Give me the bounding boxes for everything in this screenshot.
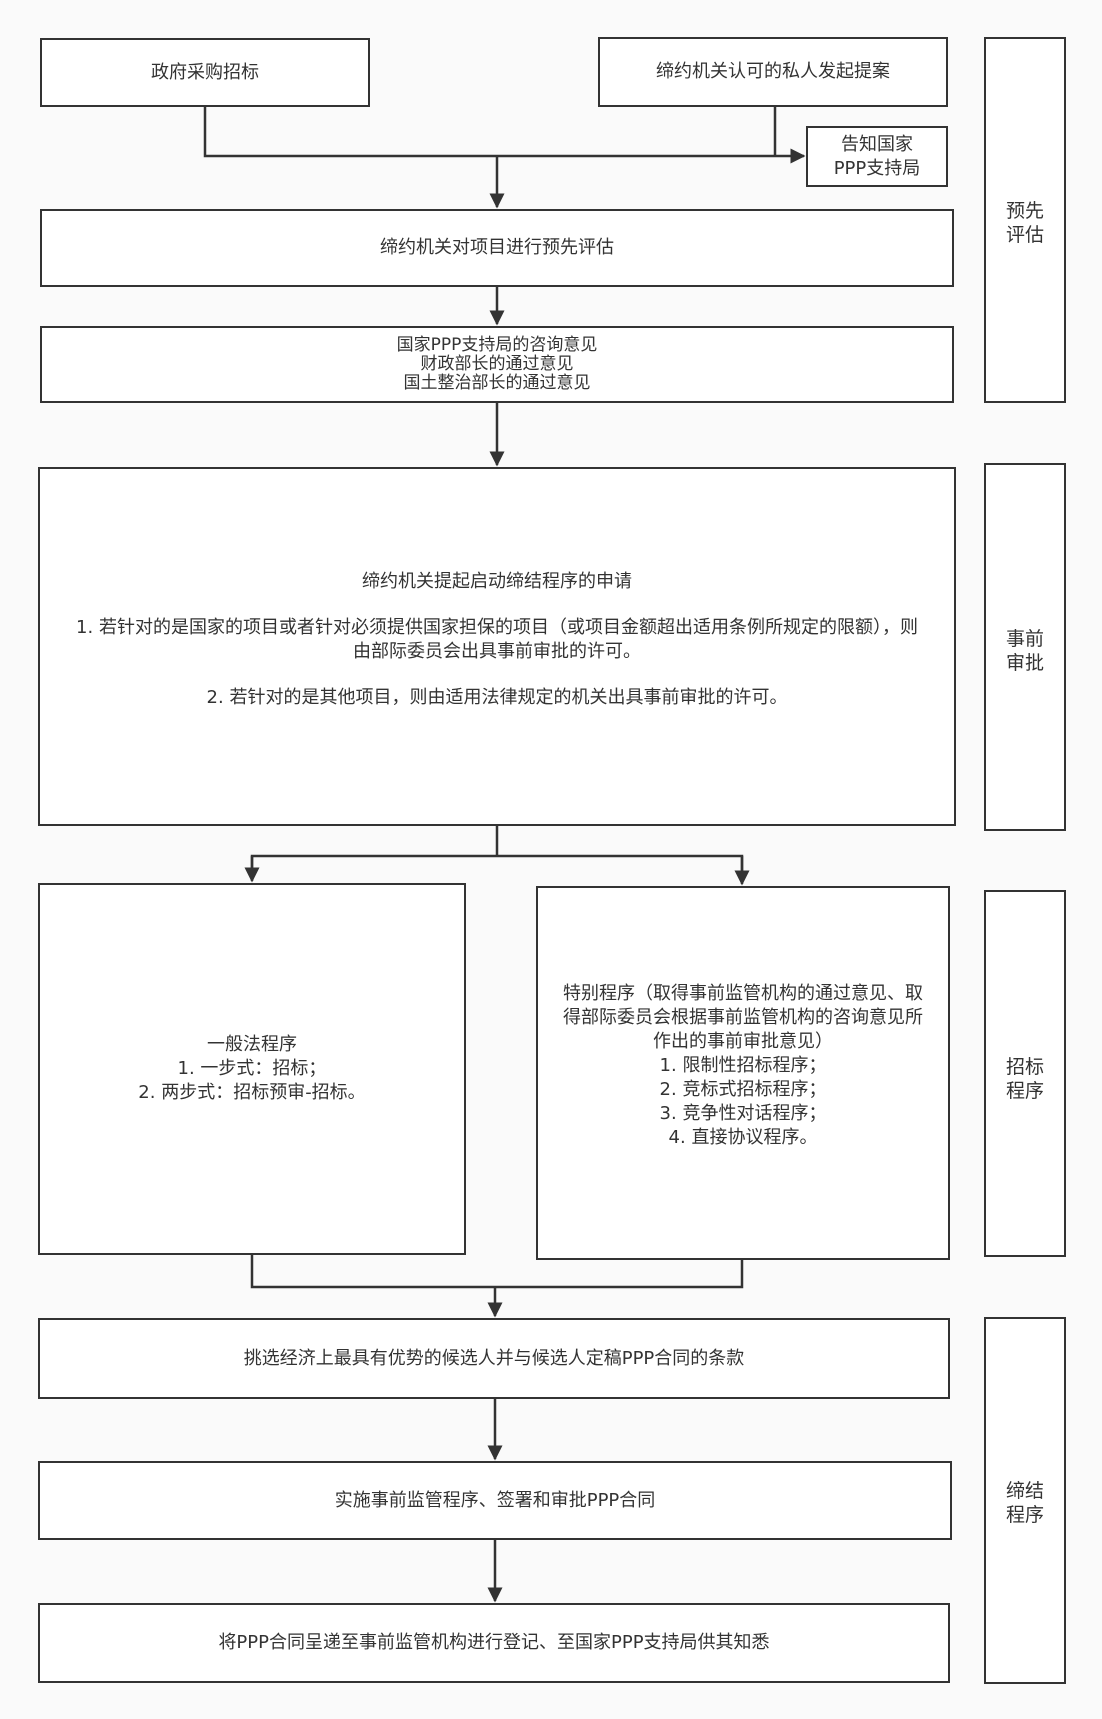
phase-prior-approval-line-1: 事前 xyxy=(1005,628,1044,650)
notify-line-1: 告知国家 xyxy=(840,133,913,155)
gov-procurement-box: 政府采购招标 xyxy=(40,38,370,107)
notify-box: 告知国家 PPP支持局 xyxy=(806,126,948,187)
select-candidate-label: 挑选经济上最具有优势的候选人并与候选人定稿PPP合同的条款 xyxy=(243,1347,745,1369)
submit-contract-label: 将PPP合同呈递至事前监管机构进行登记、至国家PPP支持局供其知悉 xyxy=(218,1632,770,1653)
special-procedure-box: 特别程序（取得事前监管机构的通过意见、取得部际委员会根据事前监管机构的咨询意见所… xyxy=(536,886,950,1260)
opinion-line-3: 国土整治部长的通过意见 xyxy=(403,373,591,393)
connector-gov-to-merge xyxy=(203,107,775,158)
pre-assessment-label: 缔约机关对项目进行预先评估 xyxy=(380,237,614,258)
phase-tender-procedure: 招标 程序 xyxy=(984,890,1066,1257)
submit-contract-box: 将PPP合同呈递至事前监管机构进行登记、至国家PPP支持局供其知悉 xyxy=(38,1603,950,1683)
application-item-2: 2. 若针对的是其他项目，则由适用法律规定的机关出具事前审批的许可。 xyxy=(206,686,788,708)
application-box: 缔约机关提起启动缔结程序的申请 1. 若针对的是国家的项目或者针对必须提供国家担… xyxy=(38,467,956,826)
phase-pre-evaluation: 预先 评估 xyxy=(984,37,1066,403)
phase-conclusion-procedure-line-1: 缔结 xyxy=(1005,1480,1044,1502)
phase-prior-approval-line-2: 审批 xyxy=(1005,652,1044,674)
general-procedure-item-1: 1. 一步式：招标； xyxy=(177,1058,327,1079)
opinion-line-1: 国家PPP支持局的咨询意见 xyxy=(396,335,598,355)
phase-prior-approval: 事前 审批 xyxy=(984,463,1066,831)
notify-line-2: PPP支持局 xyxy=(833,157,921,179)
special-procedure-item-3: 3. 竞争性对话程序； xyxy=(659,1103,827,1124)
general-procedure-title: 一般法程序 xyxy=(206,1034,297,1055)
phase-conclusion-procedure-line-2: 程序 xyxy=(1005,1504,1044,1526)
application-title: 缔约机关提起启动缔结程序的申请 xyxy=(362,570,632,592)
connector-split xyxy=(250,854,744,880)
connector-merge xyxy=(250,1255,744,1289)
phase-pre-evaluation-line-1: 预先 xyxy=(1005,200,1044,222)
phase-conclusion-procedure: 缔结 程序 xyxy=(984,1317,1066,1684)
sign-contract-label: 实施事前监管程序、签署和审批PPP合同 xyxy=(334,1489,656,1511)
application-item-1: 1. 若针对的是国家的项目或者针对必须提供国家担保的项目（或项目金额超出适用条例… xyxy=(76,616,918,662)
opinions-box: 国家PPP支持局的咨询意见 财政部长的通过意见 国土整治部长的通过意见 xyxy=(40,326,954,403)
general-procedure-box: 一般法程序 1. 一步式：招标； 2. 两步式：招标预审-招标。 xyxy=(38,883,466,1255)
phase-tender-procedure-line-2: 程序 xyxy=(1005,1080,1044,1102)
phase-pre-evaluation-line-2: 评估 xyxy=(1005,224,1044,246)
special-procedure-title: 特别程序（取得事前监管机构的通过意见、取得部际委员会根据事前监管机构的咨询意见所… xyxy=(563,983,923,1052)
private-proposal-box: 缔约机关认可的私人发起提案 xyxy=(598,37,948,107)
general-procedure-item-2: 2. 两步式：招标预审-招标。 xyxy=(138,1082,366,1103)
private-proposal-label: 缔约机关认可的私人发起提案 xyxy=(656,61,890,82)
special-procedure-item-4: 4. 直接协议程序。 xyxy=(668,1127,818,1148)
select-candidate-box: 挑选经济上最具有优势的候选人并与候选人定稿PPP合同的条款 xyxy=(38,1318,950,1399)
special-procedure-item-1: 1. 限制性招标程序； xyxy=(659,1055,827,1076)
gov-procurement-label: 政府采购招标 xyxy=(151,61,259,83)
sign-contract-box: 实施事前监管程序、签署和审批PPP合同 xyxy=(38,1461,952,1540)
pre-assessment-box: 缔约机关对项目进行预先评估 xyxy=(40,209,954,287)
phase-tender-procedure-line-1: 招标 xyxy=(1005,1056,1044,1078)
opinion-line-2: 财政部长的通过意见 xyxy=(420,354,574,374)
special-procedure-item-2: 2. 竞标式招标程序； xyxy=(659,1079,827,1100)
